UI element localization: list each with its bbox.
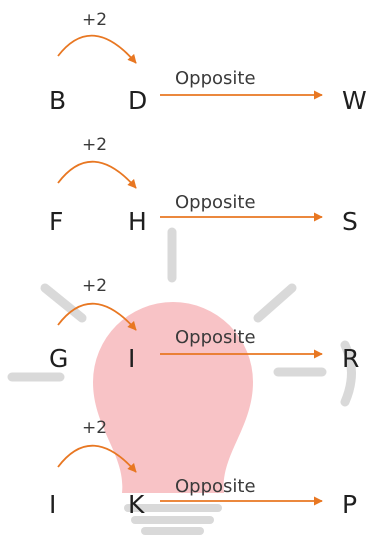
relation-label: Opposite [175, 192, 256, 213]
series-row: +2 G I Opposite R [49, 276, 359, 373]
step-arrow [57, 34, 137, 64]
series-row: +2 I K Opposite P [49, 418, 357, 519]
step-arrow [57, 160, 137, 189]
series-row: +2 B D Opposite W [49, 10, 367, 115]
result-letter: S [342, 207, 358, 236]
shifted-letter: K [128, 490, 145, 519]
step-arrow [57, 444, 137, 473]
step-label: +2 [82, 135, 107, 155]
series-row: +2 F H Opposite S [49, 135, 358, 236]
result-letter: W [342, 86, 367, 115]
relation-label: Opposite [175, 327, 256, 348]
start-letter: F [49, 207, 63, 236]
start-letter: I [49, 490, 56, 519]
step-arrow [57, 302, 137, 331]
light-bulb-icon [7, 227, 356, 535]
bulb-glass [93, 302, 253, 493]
step-label: +2 [82, 276, 107, 296]
step-label: +2 [82, 418, 107, 438]
start-letter: G [49, 344, 68, 373]
step-label: +2 [82, 10, 107, 30]
shifted-letter: D [128, 86, 147, 115]
start-letter: B [49, 86, 66, 115]
relation-label: Opposite [175, 476, 256, 497]
relation-label: Opposite [175, 68, 256, 89]
shifted-letter: H [128, 207, 147, 236]
shifted-letter: I [128, 344, 135, 373]
bulb-base [124, 504, 222, 535]
bulb-rays [7, 227, 356, 407]
result-letter: P [342, 490, 357, 519]
result-letter: R [342, 344, 359, 373]
